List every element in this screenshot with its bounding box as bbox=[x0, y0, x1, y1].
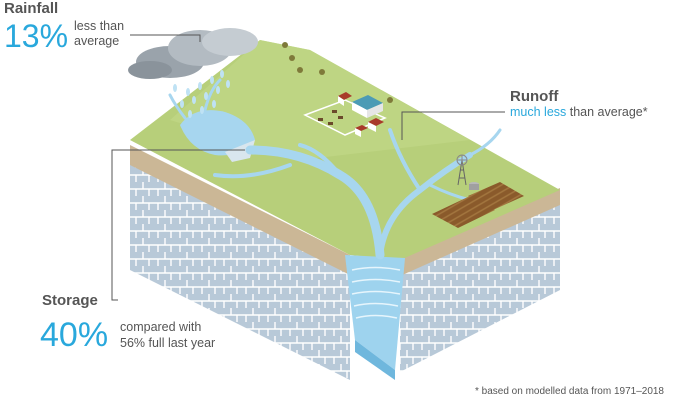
rainfall-desc-line1: less than bbox=[74, 19, 125, 33]
rainfall-leader-line bbox=[130, 34, 201, 42]
cattle bbox=[318, 110, 343, 125]
runoff-desc: much less than average* bbox=[510, 105, 648, 119]
runoff-title: Runoff bbox=[510, 88, 559, 105]
soil-layer-right bbox=[400, 188, 560, 276]
river-network bbox=[168, 78, 502, 260]
farm-buildings bbox=[338, 92, 384, 137]
storage-desc-line1: compared with bbox=[120, 320, 202, 334]
storage-value: 40% bbox=[40, 316, 109, 354]
storage-desc-line2: 56% full last year bbox=[120, 336, 216, 350]
rainfall-desc-line2: average bbox=[74, 34, 120, 48]
footnote: * based on modelled data from 1971–2018 bbox=[474, 386, 664, 397]
rainfall-value: 13% bbox=[4, 18, 69, 54]
storage-title: Storage bbox=[42, 292, 98, 309]
reservoir-ripples bbox=[351, 266, 401, 319]
rainfall-title: Rainfall bbox=[4, 0, 59, 17]
crop-field-1 bbox=[432, 196, 495, 228]
soil-layer bbox=[130, 145, 350, 275]
runoff-leader-line bbox=[401, 111, 505, 140]
ground-cross-section-right bbox=[400, 200, 560, 372]
trees bbox=[282, 42, 393, 103]
raindrops-icon bbox=[173, 70, 230, 118]
ground-cross-section-front bbox=[130, 160, 350, 380]
rain-cloud-icon bbox=[128, 28, 258, 79]
windmill-icon bbox=[456, 154, 468, 186]
runoff-desc-highlight: much less bbox=[510, 105, 567, 119]
upper-lake bbox=[180, 110, 255, 156]
water-tank-icon bbox=[469, 182, 479, 190]
small-dam bbox=[225, 140, 255, 162]
reservoir-face bbox=[355, 340, 395, 380]
farm-paddock bbox=[303, 99, 387, 136]
storage-leader-line bbox=[111, 149, 245, 301]
reservoir-water bbox=[345, 255, 405, 370]
runoff-desc-rest: than average* bbox=[566, 105, 648, 119]
crop-field-2 bbox=[468, 182, 524, 210]
